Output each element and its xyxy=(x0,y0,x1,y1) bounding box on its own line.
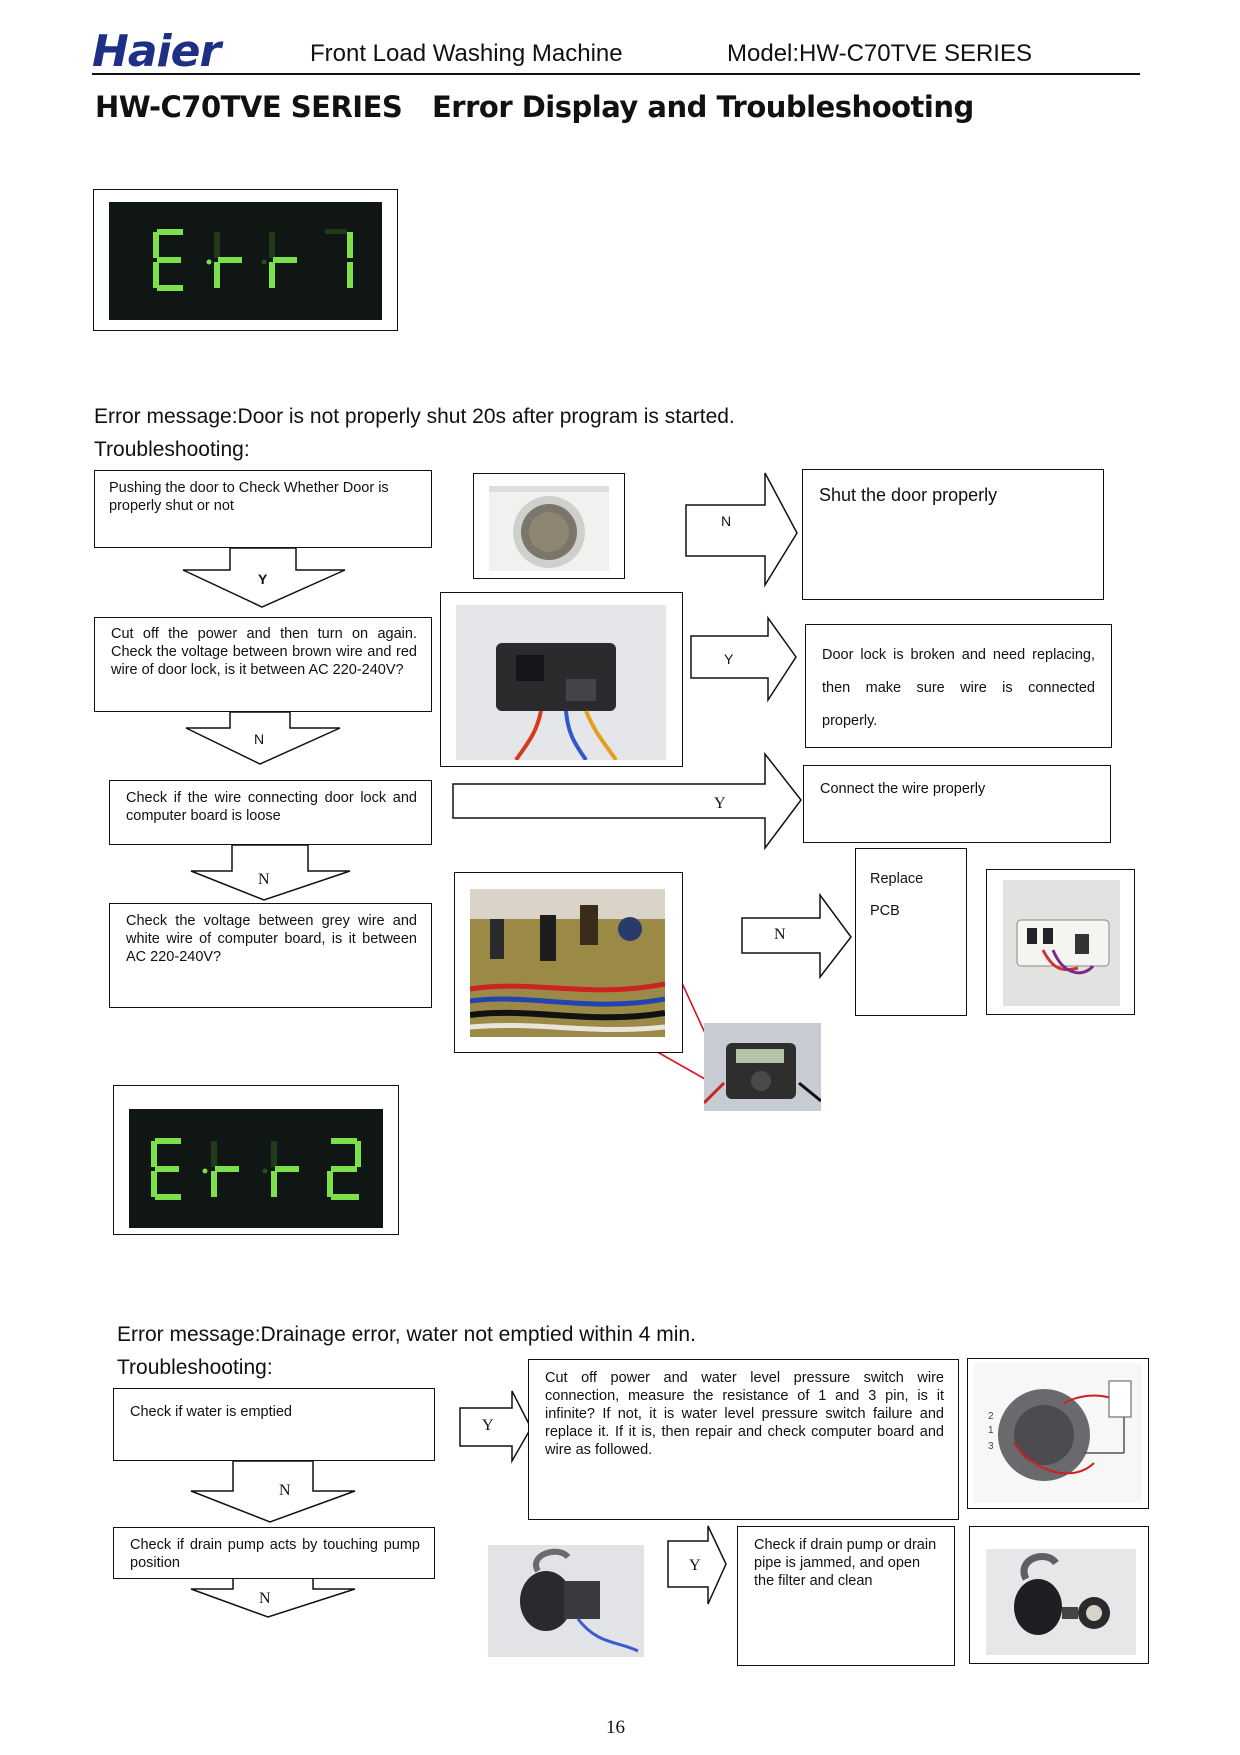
err1-troubleshooting-label: Troubleshooting: xyxy=(94,438,250,461)
door-photo xyxy=(489,486,609,571)
err1-result-answer-2: Y xyxy=(724,651,734,667)
err1-down-arrow-1 xyxy=(182,547,346,608)
haier-logo: Haier xyxy=(92,26,221,77)
door-lock-photo-frame xyxy=(440,592,683,767)
err1-result-4-text: Replace PCB xyxy=(870,871,924,919)
err2-answer-1: N xyxy=(279,1482,291,1499)
err1-result-answer-1: N xyxy=(721,513,732,529)
err2-result-answer-2: Y xyxy=(689,1557,701,1574)
err2-right-arrow-y1 xyxy=(459,1390,532,1464)
err2-down-arrow-2 xyxy=(190,1574,356,1618)
err2-step-1: Check if water is emptied xyxy=(113,1388,435,1461)
err2-down-arrow-1 xyxy=(190,1460,356,1523)
err1-result-4: Replace PCB xyxy=(855,848,967,1016)
multimeter-icon xyxy=(704,1023,821,1111)
drain-pump-photo xyxy=(488,1545,644,1657)
svg-text:3: 3 xyxy=(988,1441,994,1452)
err1-result-2: Door lock is broken and need replacing, … xyxy=(805,624,1112,748)
err1-answer-1: Y xyxy=(258,571,268,587)
computer-board-icon xyxy=(470,889,665,1037)
err1-down-arrow-2 xyxy=(185,711,341,765)
err1-right-arrow-y3 xyxy=(452,751,802,851)
multimeter-photo xyxy=(704,1023,821,1111)
err1-step-2: Cut off the power and then turn on again… xyxy=(94,617,432,712)
err2-message: Error message:Drainage error, water not … xyxy=(117,1323,696,1346)
header-rule xyxy=(92,73,1140,75)
drain-pump-icon xyxy=(488,1545,644,1657)
pressure-switch-photo-frame: 2 1 3 xyxy=(967,1358,1149,1509)
door-lock-icon xyxy=(456,605,666,760)
drain-filter-photo-frame xyxy=(969,1526,1149,1664)
err2-right-arrow-y2 xyxy=(667,1525,727,1605)
pcb-module-icon xyxy=(1003,880,1120,1006)
err1-result-answer-4: N xyxy=(774,926,786,943)
err2-seven-segment-icon xyxy=(151,1138,361,1200)
door-lock-photo xyxy=(456,605,666,760)
drain-filter-photo xyxy=(986,1549,1136,1655)
err1-result-2-text: Door lock is broken and need replacing, … xyxy=(822,647,1095,729)
err2-result-answer-1: Y xyxy=(482,1417,494,1434)
washer-door-icon xyxy=(489,486,609,571)
err2-step-2: Check if drain pump acts by touching pum… xyxy=(113,1527,435,1579)
pcb-photo xyxy=(470,889,665,1037)
err2-answer-2: N xyxy=(259,1590,271,1607)
err1-display-frame xyxy=(93,189,398,331)
svg-text:1: 1 xyxy=(988,1425,994,1436)
err1-answer-2: N xyxy=(254,731,265,747)
err1-answer-3: N xyxy=(258,871,270,888)
replacement-pcb-photo xyxy=(1003,880,1120,1006)
page-title-series: HW-C70TVE SERIES xyxy=(95,90,403,124)
err1-right-arrow-n1 xyxy=(685,472,798,588)
replacement-pcb-photo-frame xyxy=(986,869,1135,1015)
err2-display-frame xyxy=(113,1085,399,1235)
page-title-section: Error Display and Troubleshooting xyxy=(432,90,974,124)
err1-right-arrow-y2 xyxy=(690,615,797,703)
err1-result-3: Connect the wire properly xyxy=(803,765,1111,843)
err1-step-3: Check if the wire connecting door lock a… xyxy=(109,780,432,845)
pressure-switch-photo: 2 1 3 xyxy=(974,1363,1142,1503)
page-number: 16 xyxy=(606,1717,625,1738)
pcb-photo-frame xyxy=(454,872,683,1053)
svg-text:2: 2 xyxy=(988,1411,994,1422)
err1-result-answer-3: Y xyxy=(714,795,726,812)
err1-display-photo xyxy=(109,202,382,320)
err2-result-1: Cut off power and water level pressure s… xyxy=(528,1359,959,1520)
pressure-switch-icon: 2 1 3 xyxy=(974,1363,1142,1503)
err1-result-1: Shut the door properly xyxy=(802,469,1104,600)
header-product: Front Load Washing Machine xyxy=(310,40,623,67)
err2-result-2: Check if drain pump or drain pipe is jam… xyxy=(737,1526,955,1666)
err1-step-4: Check the voltage between grey wire and … xyxy=(109,903,432,1008)
err2-troubleshooting-label: Troubleshooting: xyxy=(117,1356,273,1379)
err2-display-photo xyxy=(129,1109,383,1228)
err1-message: Error message:Door is not properly shut … xyxy=(94,405,735,428)
err1-right-arrow-n4 xyxy=(741,892,852,980)
err1-seven-segment-icon xyxy=(153,229,353,291)
err1-down-arrow-3 xyxy=(190,844,351,901)
drain-filter-icon xyxy=(986,1549,1136,1655)
header-model: Model:HW-C70TVE SERIES xyxy=(727,40,1032,67)
door-photo-frame xyxy=(473,473,625,579)
